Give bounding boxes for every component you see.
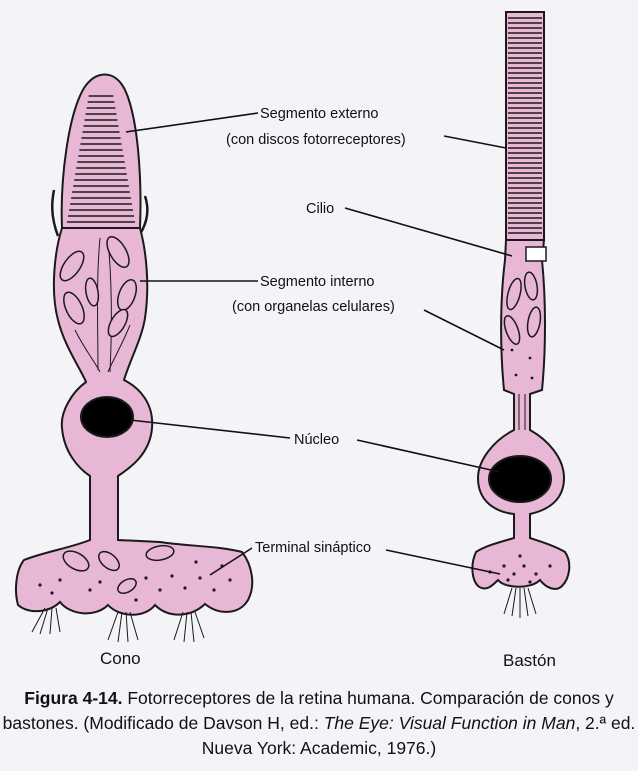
cone-outer-segment [60,73,142,229]
rod-synaptic-fibrils [503,587,537,618]
caption-text-2: , 2.ª ed. Nueva York: Academic, 1976.) [201,713,636,758]
label-cone: Cono [100,649,141,668]
label-synaptic-terminal: Terminal sináptico [255,540,371,556]
leader-lines [125,112,513,576]
leader-synaptic-cone [209,547,253,576]
label-outer-segment-1: Segmento externo [260,106,379,122]
figure-caption: Figura 4-14. Fotorreceptores de la retin… [0,686,638,761]
leader-nucleus-cone [129,419,291,439]
label-rod: Bastón [503,651,556,670]
label-outer-segment-2: (con discos fotorreceptores) [226,132,406,148]
rod-outer-segment [505,11,545,241]
label-cilium: Cilio [306,201,334,217]
caption-text-1: Fotorreceptores de la retina humana. Com… [2,688,614,733]
label-inner-segment-1: Segmento interno [260,274,374,290]
rod-nucleus [488,455,552,503]
leader-outer-cone [125,112,259,133]
rod-cell [471,11,571,618]
leader-outer-rod [443,135,507,149]
leader-inner-rod [423,309,505,351]
rod-cilium [525,246,547,262]
cone-synaptic-dots [38,560,232,602]
label-nucleus: Núcleo [294,432,339,448]
rod-inner-segment [471,239,571,590]
cone-synaptic-fibrils [31,607,205,643]
label-inner-segment-2: (con organelas celulares) [232,299,395,315]
caption-figure-number: Figura 4-14. [24,688,123,708]
cone-inner-segment [15,227,254,616]
cone-cell [15,73,254,643]
rod-mitochondria [503,271,542,345]
leader-synaptic-rod [385,549,501,575]
leader-cilium [344,207,513,257]
caption-book-title: The Eye: Visual Function in Man [323,713,576,733]
leader-nucleus-rod [356,439,501,473]
rod-discs [508,17,542,234]
cone-discs [67,95,135,223]
cone-mitochondria [59,235,175,594]
cone-nucleus [80,396,134,438]
